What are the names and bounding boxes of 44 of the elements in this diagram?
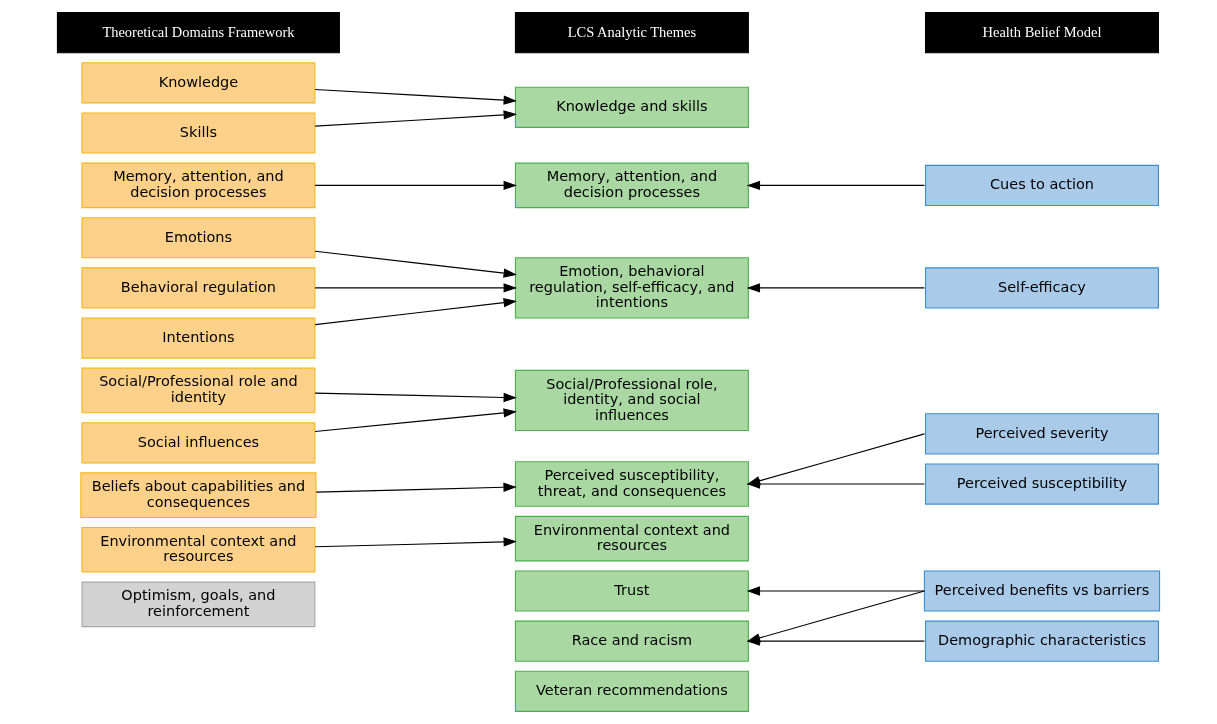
arrow — [314, 110, 517, 127]
node-box: Knowledge and skills — [514, 86, 749, 128]
node-box: Cues to action — [924, 164, 1159, 206]
node-box: Environmental context and resources — [514, 515, 749, 562]
arrow — [314, 88, 517, 105]
arrow — [315, 482, 517, 493]
node-box: Optimism, goals, and reinforcement — [81, 581, 316, 628]
arrow — [314, 283, 517, 293]
node-box: Behavioral regulation — [81, 267, 316, 309]
node-box: Theoretical Domains Framework — [56, 12, 340, 54]
node-box: Perceived severity — [924, 413, 1159, 455]
node-box: Skills — [81, 112, 316, 154]
node-box: Emotions — [81, 217, 316, 259]
arrow — [746, 636, 925, 646]
node-box: Demographic characteristics — [924, 620, 1159, 662]
arrow — [314, 180, 517, 191]
arrow — [746, 283, 925, 293]
node-box: Veteran recommendations — [514, 670, 749, 712]
node-box: Social influences — [81, 422, 316, 464]
node-box: Self-efficacy — [924, 267, 1159, 309]
node-box: Race and racism — [514, 620, 749, 662]
node-box: Emotion, behavioral regulation, self-efficacy, and intentions — [514, 257, 749, 319]
node-box: Health Belief Model — [924, 12, 1159, 54]
node-box: Trust — [514, 570, 749, 612]
node-box: LCS Analytic Themes — [514, 12, 749, 54]
node-box: Memory, attention, and decision processes — [514, 162, 749, 209]
node-box: Perceived susceptibility — [924, 463, 1159, 505]
node-box: Memory, attention, and decision processes — [81, 162, 316, 209]
node-box: Social/Professional role and identity — [81, 367, 316, 414]
node-box: Social/Professional role, identity, and social influences — [514, 369, 749, 432]
arrow — [314, 392, 517, 403]
node-box: Knowledge — [81, 62, 316, 104]
arrow — [314, 250, 517, 278]
arrow — [314, 408, 517, 432]
node-box: Beliefs about capabilities and consequences — [80, 472, 317, 518]
node-box: Intentions — [81, 317, 316, 359]
arrow — [314, 537, 517, 548]
node-box: Perceived benefits vs barriers — [923, 570, 1161, 612]
arrow — [314, 298, 517, 326]
arrow — [746, 180, 925, 191]
arrow — [746, 479, 925, 489]
node-box: Perceived susceptibility, threat, and consequences — [514, 461, 749, 507]
arrow — [746, 586, 925, 596]
node-box: Environmental context and resources — [81, 526, 316, 573]
